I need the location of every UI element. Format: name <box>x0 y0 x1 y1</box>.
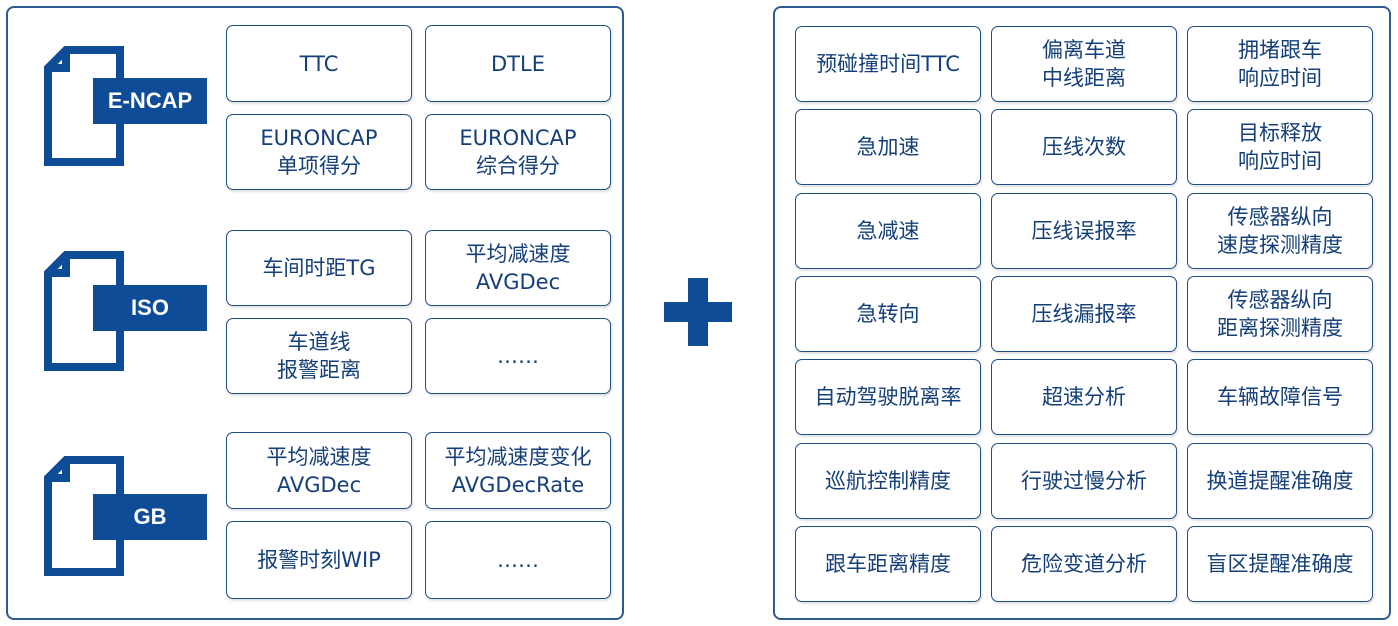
metric-box: 报警时刻WIP <box>226 521 412 599</box>
metric-box: 自动驾驶脱离率 <box>795 359 981 435</box>
metric-box: 传感器纵向 距离探测精度 <box>1187 276 1373 352</box>
metric-box: 平均减速度变化 AVGDecRate <box>425 432 611 509</box>
standard-label-encap: E-NCAP <box>93 78 207 124</box>
metric-box: …… <box>425 318 611 394</box>
metric-box: 压线漏报率 <box>991 276 1177 352</box>
metric-box: 预碰撞时间TTC <box>795 26 981 102</box>
metric-box: 急加速 <box>795 109 981 185</box>
standard-label-gb: GB <box>93 494 207 540</box>
metric-box: 目标释放 响应时间 <box>1187 109 1373 185</box>
metric-box: 偏离车道 中线距离 <box>991 26 1177 102</box>
metric-box: …… <box>425 521 611 599</box>
document-icon <box>44 456 124 576</box>
metric-box: 盲区提醒准确度 <box>1187 526 1373 602</box>
metric-box: 急减速 <box>795 193 981 269</box>
metric-box: 危险变道分析 <box>991 526 1177 602</box>
metric-box: EURONCAP 单项得分 <box>226 114 412 190</box>
metric-box: 平均减速度 AVGDec <box>425 230 611 306</box>
metric-box: EURONCAP 综合得分 <box>425 114 611 190</box>
metric-box: 换道提醒准确度 <box>1187 443 1373 519</box>
metric-box: 车间时距TG <box>226 230 412 306</box>
metric-box: 压线次数 <box>991 109 1177 185</box>
metric-box: 传感器纵向 速度探测精度 <box>1187 193 1373 269</box>
metric-box: 车道线 报警距离 <box>226 318 412 394</box>
metric-box: 跟车距离精度 <box>795 526 981 602</box>
metric-box: 超速分析 <box>991 359 1177 435</box>
metric-box: 巡航控制精度 <box>795 443 981 519</box>
metric-box: DTLE <box>425 25 611 102</box>
document-icon <box>44 251 124 371</box>
metric-box: 压线误报率 <box>991 193 1177 269</box>
metric-box: 急转向 <box>795 276 981 352</box>
metric-box: 平均减速度 AVGDec <box>226 432 412 509</box>
metric-box: TTC <box>226 25 412 102</box>
metric-box: 行驶过慢分析 <box>991 443 1177 519</box>
standard-label-iso: ISO <box>93 285 207 331</box>
metric-box: 拥堵跟车 响应时间 <box>1187 26 1373 102</box>
plus-icon <box>664 278 732 346</box>
metric-box: 车辆故障信号 <box>1187 359 1373 435</box>
